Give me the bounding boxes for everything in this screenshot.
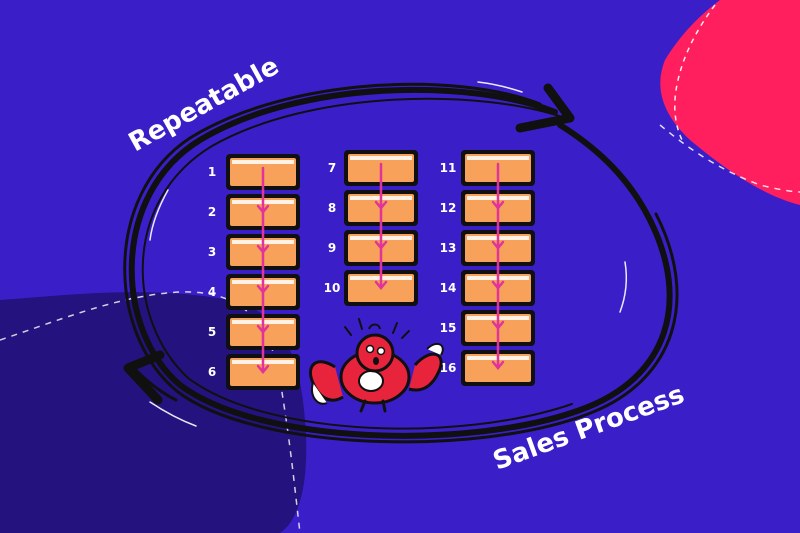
step-number: 8 <box>328 201 336 215</box>
step-9: 9 <box>328 230 418 266</box>
step-box-highlight <box>467 156 529 160</box>
step-number: 5 <box>208 325 216 339</box>
step-number: 2 <box>208 205 216 219</box>
step-7: 7 <box>328 150 418 186</box>
step-3: 3 <box>208 234 300 270</box>
confused-bird-mascot-icon <box>309 318 444 413</box>
step-13: 13 <box>440 230 535 266</box>
dashed-line-right <box>659 124 800 193</box>
step-12: 12 <box>440 190 535 226</box>
step-1: 1 <box>208 154 300 190</box>
step-number: 15 <box>440 321 457 335</box>
pink-background-blob <box>660 0 800 205</box>
step-15: 15 <box>440 310 535 346</box>
step-number: 12 <box>440 201 457 215</box>
step-number: 4 <box>208 285 216 299</box>
flow-arrow <box>374 242 388 290</box>
step-8: 8 <box>328 190 418 226</box>
step-11: 11 <box>440 150 535 186</box>
repeatable-label: Repeatable <box>124 51 284 158</box>
step-number: 16 <box>440 361 457 375</box>
step-column-2: 7 8 9 10 <box>324 150 418 306</box>
step-column-1: 1 2 3 4 5 6 <box>208 154 300 390</box>
step-10: 10 <box>324 270 418 306</box>
step-box-highlight <box>350 156 412 160</box>
step-box-highlight <box>232 160 294 164</box>
flow-arrow <box>256 326 270 374</box>
step-number: 3 <box>208 245 216 259</box>
step-16: 16 <box>440 350 535 386</box>
step-number: 13 <box>440 241 457 255</box>
step-number: 14 <box>440 281 457 295</box>
step-number: 7 <box>328 161 336 175</box>
step-number: 1 <box>208 165 216 179</box>
step-14: 14 <box>440 270 535 306</box>
step-number: 9 <box>328 241 336 255</box>
loop-highlight-strokes <box>149 81 628 427</box>
step-number: 11 <box>440 161 457 175</box>
cycle-loop-arrow-icon <box>123 82 679 444</box>
step-number: 6 <box>208 365 216 379</box>
flow-arrow <box>491 322 505 370</box>
step-2: 2 <box>208 194 300 230</box>
dark-background-blob <box>0 292 307 533</box>
step-number: 10 <box>324 281 341 295</box>
step-column-3: 11 12 13 14 15 16 <box>440 150 535 386</box>
dashed-line-pink <box>674 4 716 141</box>
